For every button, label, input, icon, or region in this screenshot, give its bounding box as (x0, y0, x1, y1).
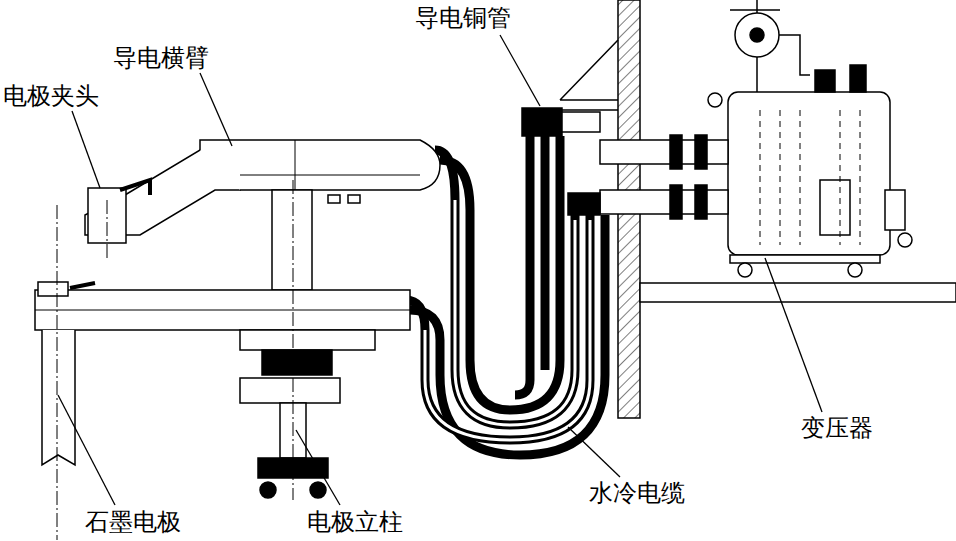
transformer (728, 92, 890, 255)
leader-lines (58, 35, 822, 505)
part-label: 电极夹头 (2, 82, 100, 110)
part-label: 水冷电缆 (588, 479, 686, 507)
part-label: 导电横臂 (112, 44, 210, 72)
bracket (560, 40, 618, 110)
copper-pipe (522, 108, 562, 136)
water-cooled-cable (405, 136, 605, 455)
part-label: 导电铜管 (414, 4, 512, 32)
graphite-electrode (42, 330, 75, 465)
lower-arm (35, 290, 410, 330)
part-label: 石墨电极 (84, 508, 182, 536)
floor (640, 283, 956, 302)
part-label: 变压器 (800, 414, 874, 442)
part-label: 电极立柱 (306, 508, 404, 536)
